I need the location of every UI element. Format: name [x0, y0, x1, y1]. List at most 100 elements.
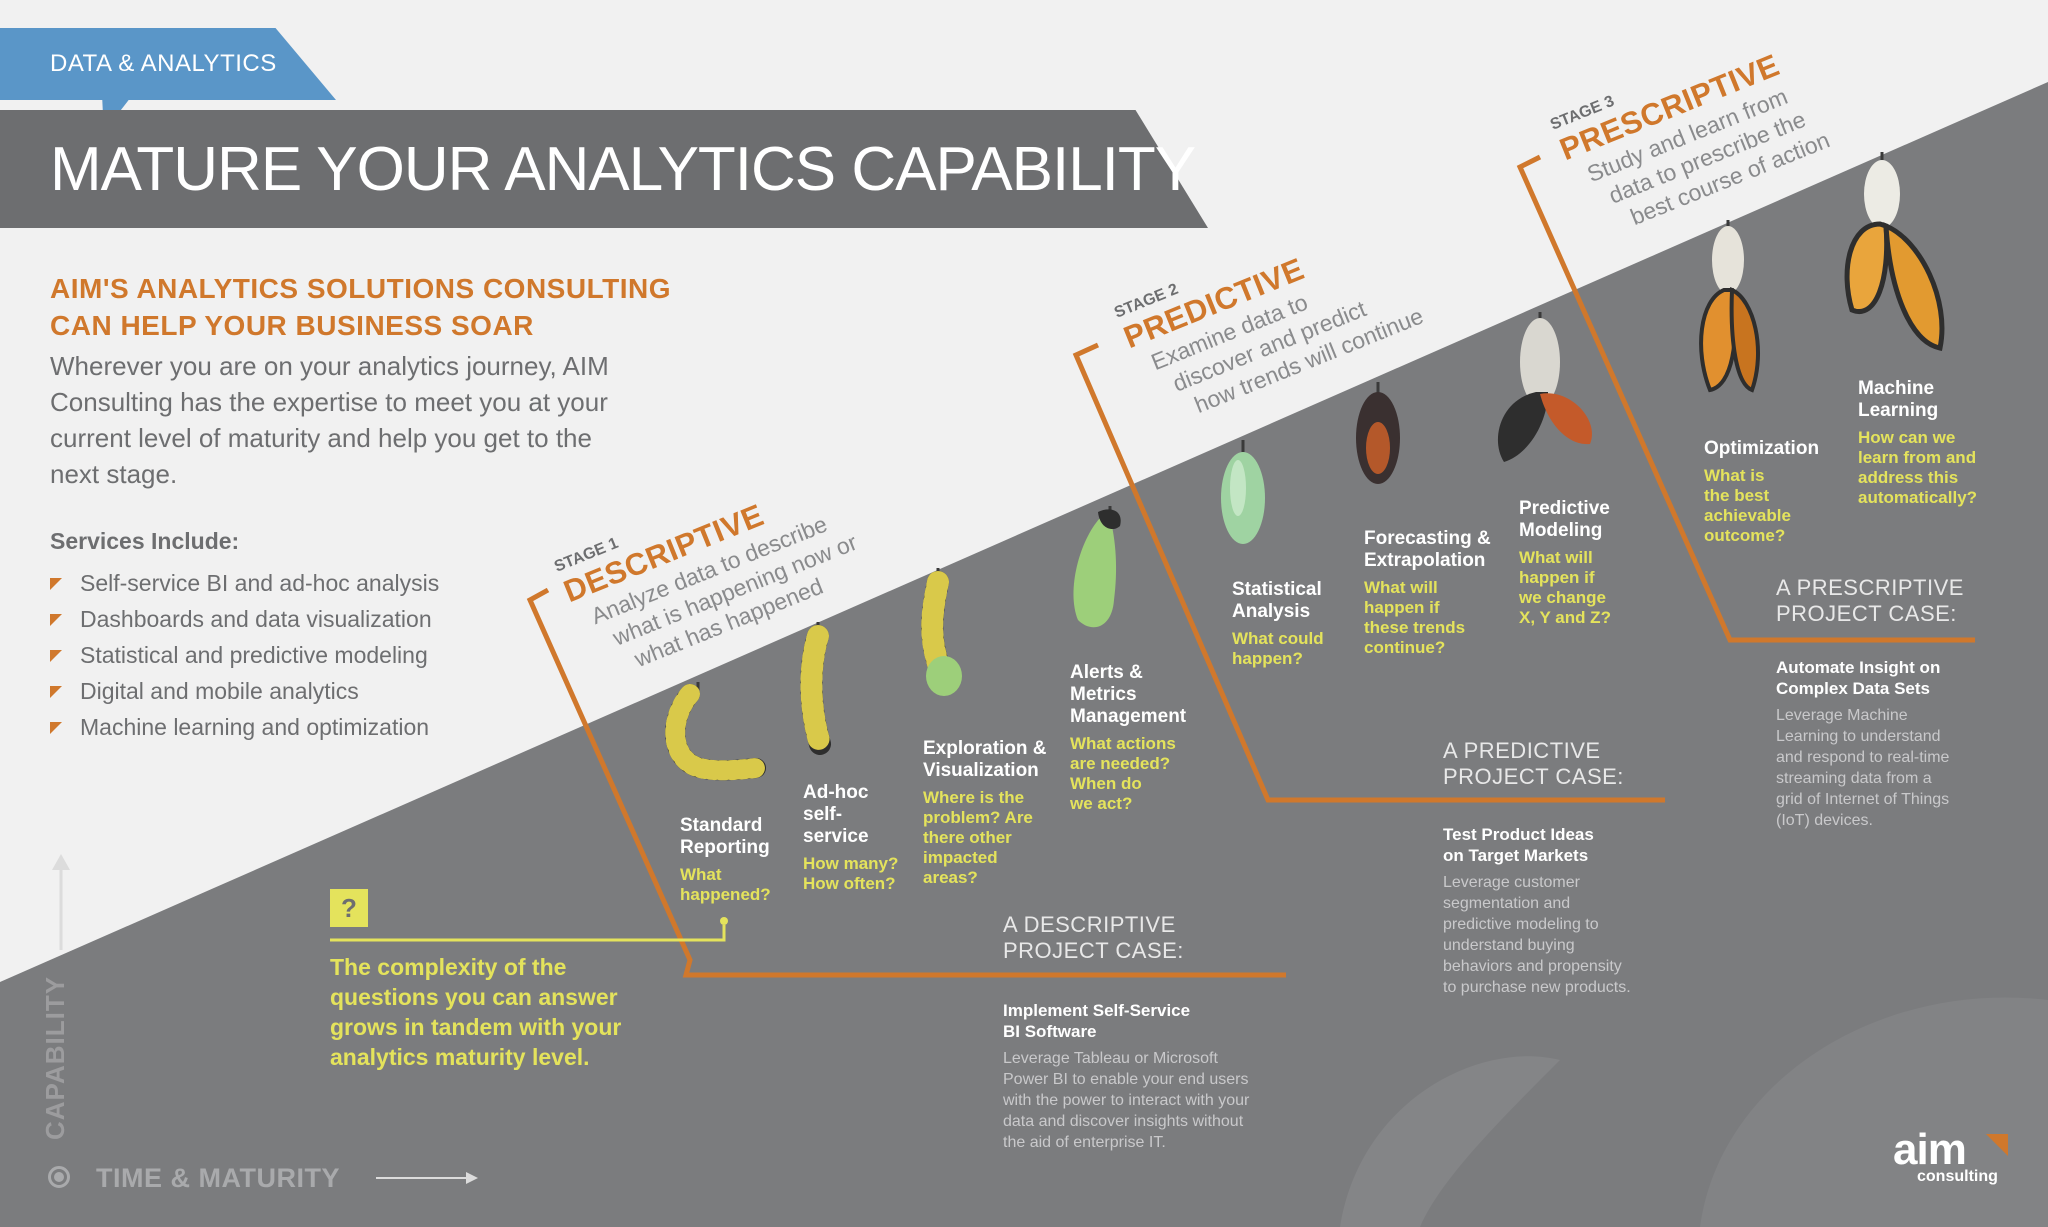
chrysalis-green-icon: [1221, 440, 1265, 544]
milestone-question: we change: [1519, 588, 1606, 607]
descriptive-case: A DESCRIPTIVE PROJECT CASE: Implement Se…: [1003, 912, 1249, 1153]
milestone-name: service: [803, 826, 869, 847]
milestone-question: How often?: [803, 874, 896, 893]
milestone-statistical: Statistical Analysis What could happen?: [1232, 579, 1324, 669]
case-body-line: predictive modeling to: [1443, 916, 1599, 933]
target-dot-icon: [54, 1172, 64, 1182]
milestone-question: the best: [1704, 486, 1770, 505]
butterfly-mature-icon: [1844, 152, 1945, 351]
case-subtitle: Implement Self-Service: [1003, 1001, 1191, 1020]
intro-body: Wherever you are on your analytics journ…: [50, 351, 609, 489]
case-body-line: (IoT) devices.: [1776, 812, 1873, 829]
service-item: Self-service BI and ad-hoc analysis: [80, 570, 440, 596]
bullet-arrow-icon: [50, 650, 62, 662]
case-subtitle: Test Product Ideas: [1443, 825, 1594, 844]
category-tag-text: DATA & ANALYTICS: [50, 50, 277, 77]
milestone-name: Extrapolation: [1364, 550, 1486, 571]
milestone-name: Statistical: [1232, 579, 1322, 600]
milestone-question: areas?: [923, 868, 978, 887]
case-body-line: Leverage Machine: [1776, 707, 1908, 724]
stage3-bracket: [1516, 154, 1975, 643]
milestone-question: What is: [1704, 466, 1765, 485]
case-body-line: the aid of enterprise IT.: [1003, 1134, 1166, 1151]
milestone-question: What will: [1519, 548, 1593, 567]
milestone-forecasting: Forecasting & Extrapolation What will ha…: [1364, 528, 1491, 658]
milestone-predictive-modeling: Predictive Modeling What will happen if …: [1519, 498, 1611, 628]
milestone-question: continue?: [1364, 638, 1446, 657]
caterpillar-1-icon: [665, 682, 766, 781]
aim-logo-subtitle: consulting: [1917, 1168, 1998, 1185]
case-subtitle: on Target Markets: [1443, 846, 1589, 865]
case-title: PROJECT CASE:: [1443, 764, 1624, 789]
aim-logo: aim: [1893, 1125, 1967, 1174]
milestone-name: self-: [803, 804, 843, 825]
milestone-name: Visualization: [923, 760, 1039, 781]
milestone-ad-hoc: Ad-hoc self- service How many? How often…: [803, 782, 898, 894]
milestone-name: Ad-hoc: [803, 782, 869, 803]
milestone-question: outcome?: [1704, 526, 1786, 545]
milestone-question: are needed?: [1070, 754, 1171, 773]
predictive-case: A PREDICTIVE PROJECT CASE: Test Product …: [1443, 738, 1631, 998]
case-body-line: with the power to interact with your: [1003, 1092, 1250, 1109]
milestone-name: Alerts &: [1070, 662, 1143, 683]
case-body-line: understand buying: [1443, 937, 1575, 954]
milestone-standard-reporting: Standard Reporting What happened?: [680, 815, 771, 905]
milestone-question: What actions: [1070, 734, 1176, 753]
milestone-name: Learning: [1858, 400, 1939, 421]
case-body-line: to purchase new products.: [1443, 979, 1631, 996]
question-mark-icon: ?: [330, 889, 368, 927]
case-body-line: data and discover insights without: [1003, 1113, 1244, 1130]
milestone-question: How many?: [803, 854, 899, 873]
capability-axis-label: CAPABILITY: [40, 975, 70, 1140]
service-item: Machine learning and optimization: [80, 714, 430, 740]
milestone-name: Exploration &: [923, 738, 1047, 759]
case-body-line: Power BI to enable your end users: [1003, 1071, 1249, 1088]
milestone-name: Modeling: [1519, 520, 1603, 541]
milestone-question: there other: [923, 828, 1012, 847]
time-axis-label: TIME & MATURITY: [96, 1163, 340, 1193]
complexity-bracket: [330, 925, 726, 942]
services-title: Services Include:: [50, 528, 240, 554]
milestone-machine-learning: Machine Learning How can we learn from a…: [1858, 378, 1977, 508]
case-title: A PREDICTIVE: [1443, 738, 1601, 763]
milestone-question: Where is the: [923, 788, 1025, 807]
case-title: A PRESCRIPTIVE: [1776, 575, 1964, 600]
stage2-bracket: [1072, 342, 1665, 803]
case-body-line: streaming data from a: [1776, 770, 1932, 787]
milestone-name: Machine: [1858, 378, 1935, 399]
chrysalis-dark-icon: [1356, 382, 1400, 484]
butterfly-hanging-icon: [1699, 220, 1760, 393]
case-body-line: and respond to real-time: [1776, 749, 1950, 766]
milestone-question: happen?: [1232, 649, 1303, 668]
milestone-name: Management: [1070, 706, 1187, 727]
butterfly-emerging-icon: [1497, 312, 1592, 462]
milestone-question: happen if: [1519, 568, 1595, 587]
milestone-question: What: [680, 865, 722, 884]
target-circle-icon: [48, 1166, 70, 1188]
case-body-line: Leverage customer: [1443, 874, 1580, 891]
complexity-note: The complexity of the questions you can …: [330, 952, 621, 1072]
milestone-question: learn from and: [1858, 448, 1977, 467]
case-body-line: grid of Internet of Things: [1776, 791, 1950, 808]
case-body-line: Learning to understand: [1776, 728, 1941, 745]
caterpillar-2-icon: [800, 622, 831, 755]
page-title: MATURE YOUR ANALYTICS CAPABILITY: [50, 135, 1196, 204]
complexity-line: questions you can answer: [330, 984, 618, 1010]
pupa-transition-icon: [1073, 506, 1121, 628]
intro-headline: AIM'S ANALYTICS SOLUTIONS CONSULTING CAN…: [50, 270, 671, 344]
case-subtitle: BI Software: [1003, 1022, 1097, 1041]
milestone-question: What will: [1364, 578, 1438, 597]
milestone-question: problem? Are: [923, 808, 1033, 827]
milestone-exploration: Exploration & Visualization Where is the…: [923, 738, 1047, 888]
milestone-question: happen if: [1364, 598, 1440, 617]
case-title: PROJECT CASE:: [1003, 938, 1184, 963]
milestone-name: Metrics: [1070, 684, 1137, 705]
intro-headline-line1: AIM'S ANALYTICS SOLUTIONS CONSULTING: [50, 273, 671, 304]
service-item: Digital and mobile analytics: [80, 678, 359, 704]
case-subtitle: Automate Insight on: [1776, 658, 1941, 677]
milestone-question: we act?: [1070, 794, 1133, 813]
milestone-question: When do: [1070, 774, 1142, 793]
case-body-line: behaviors and propensity: [1443, 958, 1622, 975]
